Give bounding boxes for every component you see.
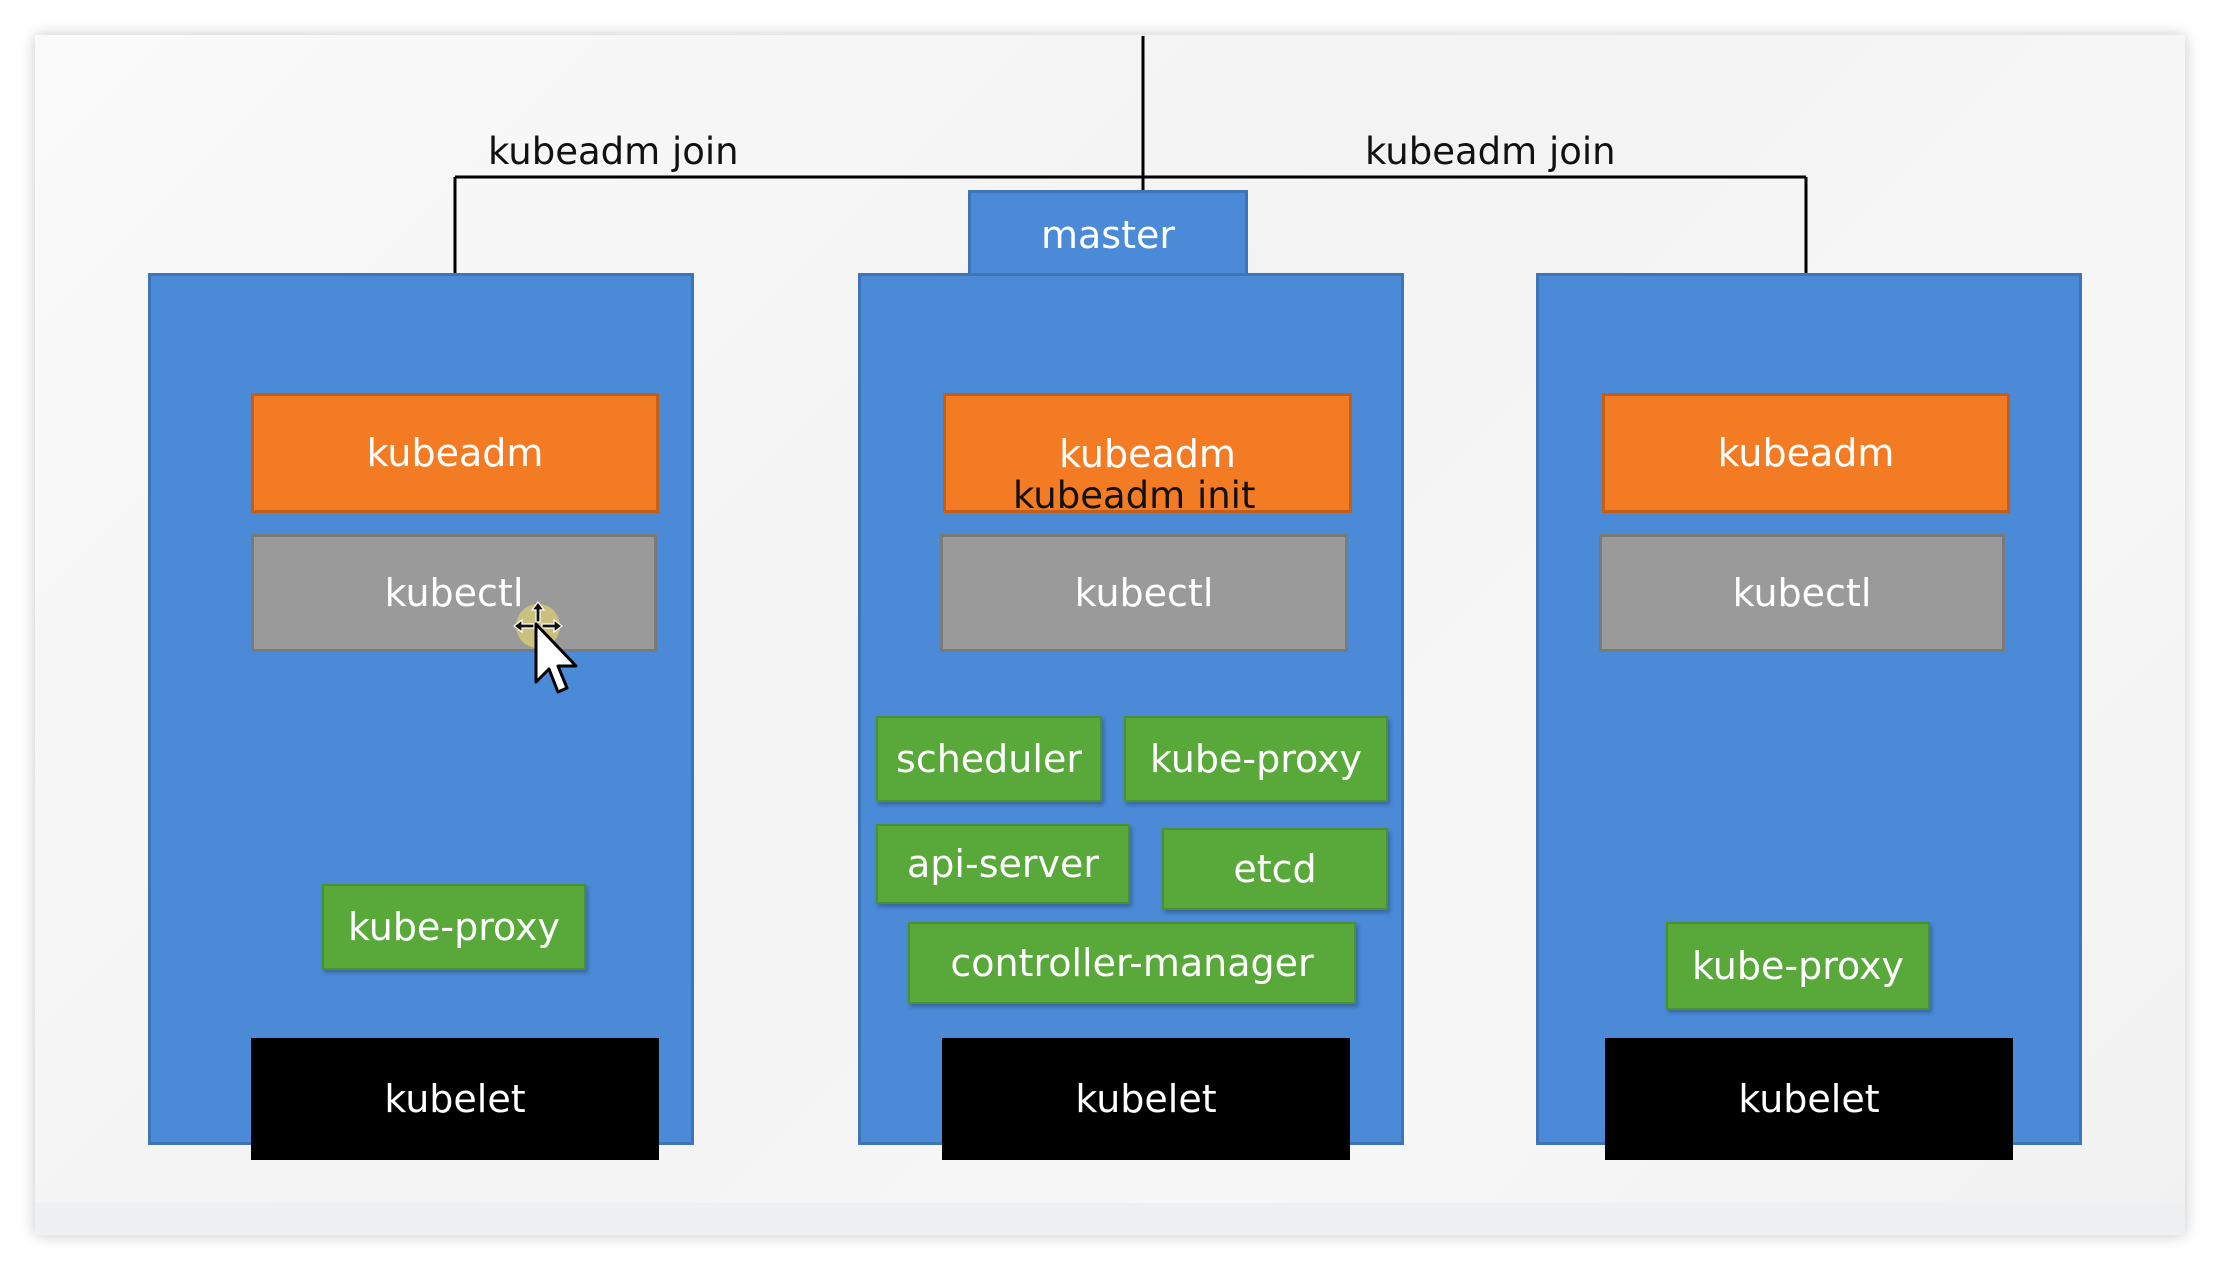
center-api-server: api-server	[876, 824, 1130, 904]
cursor-arrow	[534, 622, 578, 694]
right-kubelet: kubelet	[1605, 1038, 2013, 1160]
center-kubeadm: kubeadm	[943, 393, 1352, 513]
left-kubeadm: kubeadm	[251, 393, 659, 513]
kubeadm-init-label: kubeadm init	[1013, 474, 1256, 517]
left-kubelet: kubelet	[251, 1038, 659, 1160]
right-join-label: kubeadm join	[1365, 130, 1616, 173]
arrow-cursor-icon	[513, 601, 578, 694]
center-etcd: etcd	[1162, 828, 1388, 910]
right-kubeadm: kubeadm	[1602, 393, 2010, 513]
master-tab: master	[968, 190, 1248, 276]
right-kubectl: kubectl	[1599, 534, 2005, 652]
left-join-label: kubeadm join	[488, 130, 739, 173]
move-icon	[513, 601, 563, 634]
center-kubelet: kubelet	[942, 1038, 1350, 1160]
left-kube-proxy: kube-proxy	[322, 884, 586, 970]
right-kube-proxy: kube-proxy	[1666, 922, 1930, 1010]
center-kubectl: kubectl	[940, 534, 1348, 652]
center-controller-manager: controller-manager	[908, 922, 1356, 1004]
left-kubectl: kubectl	[251, 534, 657, 652]
center-scheduler: scheduler	[876, 716, 1102, 802]
center-kube-proxy: kube-proxy	[1124, 716, 1388, 802]
slide-bottom-strip	[35, 1203, 2185, 1235]
